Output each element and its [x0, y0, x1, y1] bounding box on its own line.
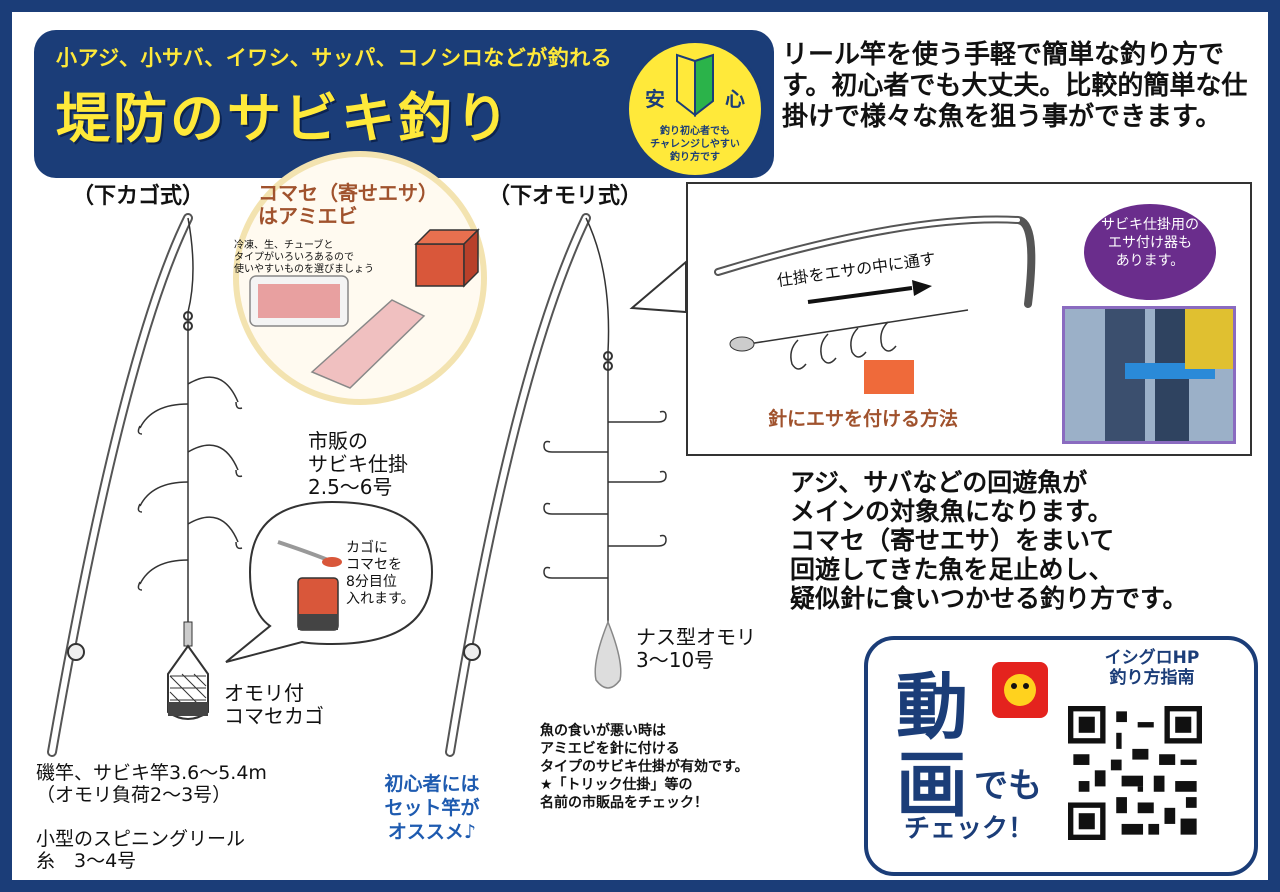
beginner-badge: 安 心 釣り初心者でも チャレンジしやすい 釣り方です	[626, 40, 764, 178]
right-rig-label: （下オモリ式）	[488, 184, 643, 209]
shikake-label: 市販の サビキ仕掛 2.5〜6号	[308, 429, 408, 499]
hp-label: イシグロHP 釣り方指南	[1104, 648, 1200, 688]
badge-left-char: 安	[645, 87, 665, 111]
omori-label: ナス型オモリ 3〜10号	[636, 625, 756, 672]
video-demo: でも	[974, 766, 1042, 806]
komase-circle	[233, 151, 487, 405]
beginner-mark-icon	[676, 53, 714, 118]
kago-label: オモリ付 コマセカゴ	[224, 681, 324, 728]
video-check: チェック！	[904, 814, 1035, 844]
beginner-recommend: 初心者には セット竿が オススメ♪	[384, 773, 480, 843]
bait-tool-photo	[1062, 306, 1236, 444]
page-title: 堤防のサビキ釣り	[56, 87, 512, 150]
komase-note: 冷凍、生、チューブと タイプがいろいろあるので 使いやすいものを選びましょう	[234, 240, 374, 275]
right-hooks	[543, 410, 667, 579]
tool-bubble: サビキ仕掛用の エサ付け器も あります。	[1084, 204, 1216, 300]
nasu-sinker	[594, 619, 622, 689]
description-text: アジ、サバなどの回遊魚が メインの対象魚になります。 コマセ（寄せエサ）をまいて…	[790, 468, 1188, 613]
intro-text: リール竿を使う手軽で簡単な釣り方です。初心者でも大丈夫。比較的簡単な仕掛けで様々…	[782, 40, 1248, 132]
video-char-2: 画	[896, 743, 969, 827]
kago-note: カゴに コマセを 8分目位 入れます。	[346, 540, 415, 607]
left-hooks	[137, 376, 243, 591]
komase-title: コマセ（寄せエサ） はアミエビ	[258, 181, 438, 228]
badge-text: 釣り初心者でも チャレンジしやすい 釣り方です	[650, 126, 740, 163]
equipment-text: 磯竿、サビキ竿3.6〜5.4m （オモリ負荷2〜3号） 小型のスピニングリール …	[36, 762, 267, 872]
badge-right-char: 心	[725, 87, 745, 111]
komase-block	[415, 243, 465, 287]
inset-caption: 針にエサを付ける方法	[768, 408, 959, 430]
qr-code-icon[interactable]	[1068, 706, 1202, 840]
left-rig-label: （下カゴ式）	[72, 184, 205, 209]
right-reel	[463, 643, 481, 661]
rig-illustrations	[47, 151, 687, 757]
header-subtitle: 小アジ、小サバ、イワシ、サッパ、コノシロなどが釣れる	[56, 46, 613, 70]
komase-tube	[310, 299, 426, 389]
trick-note: 魚の食いが悪い時は アミエビを針に付ける タイプのサビキ仕掛が有効です。 ★「ト…	[540, 723, 749, 811]
mascot-icon	[992, 662, 1048, 718]
left-reel	[67, 643, 85, 661]
video-char-1: 動	[896, 665, 969, 749]
poster: 小アジ、小サバ、イワシ、サッパ、コノシロなどが釣れる 堤防のサビキ釣り 安 心 …	[12, 12, 1268, 880]
